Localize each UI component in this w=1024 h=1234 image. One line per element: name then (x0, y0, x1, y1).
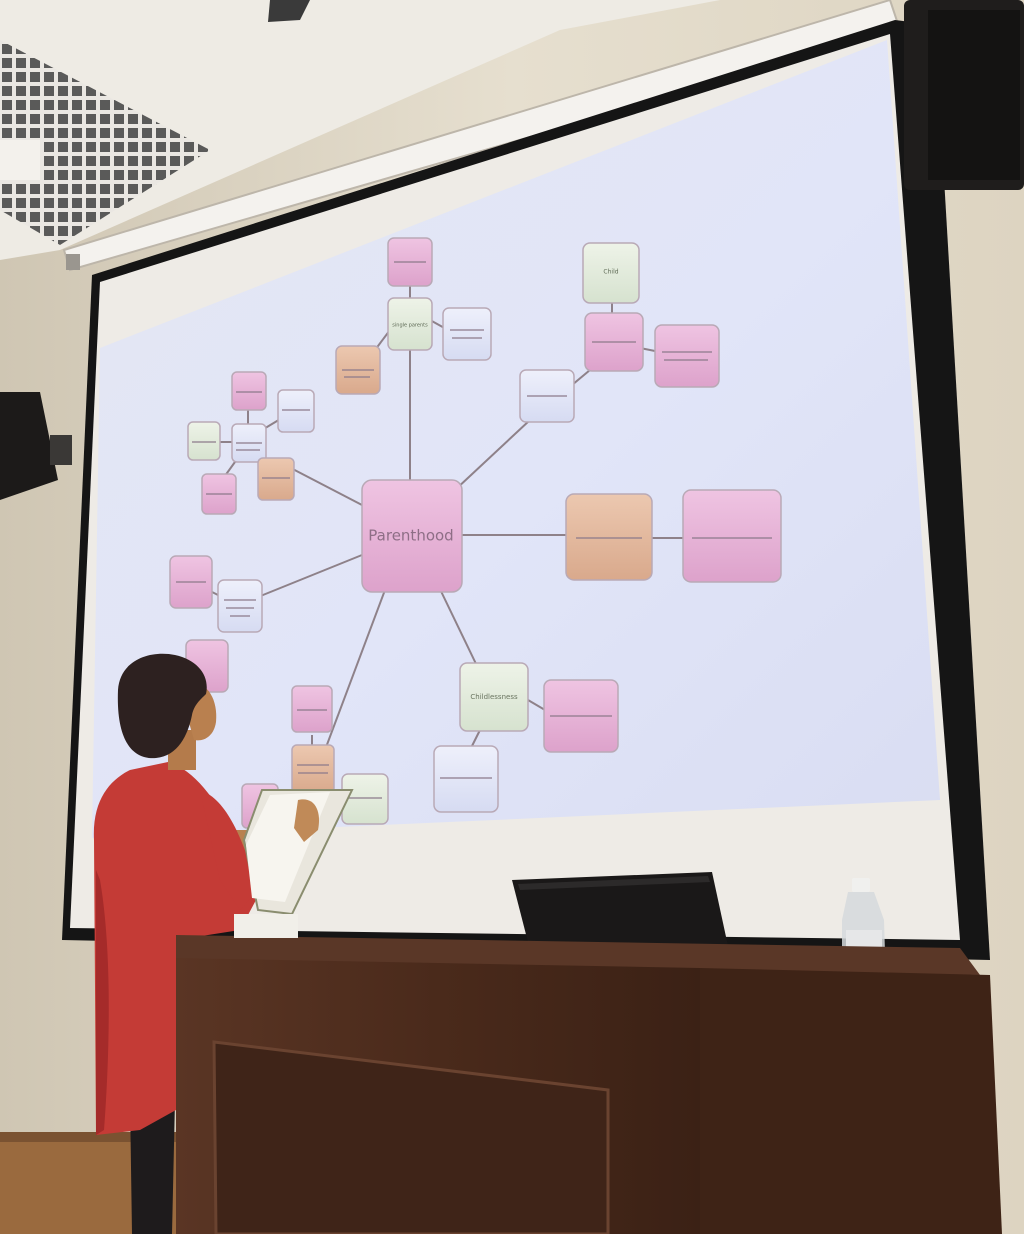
mindmap-label-childlessness: Childlessness (470, 693, 518, 701)
mindmap-center-label: Parenthood (368, 527, 453, 545)
projected-slide (92, 40, 940, 838)
mindmap-node (582, 242, 640, 304)
mindmap-label-single-parents: single parents (392, 323, 428, 329)
speaker-left-bracket (50, 435, 72, 465)
speaker-right-front (928, 10, 1020, 180)
presenter-sleeve (200, 790, 258, 910)
mindmap-node (682, 489, 782, 583)
mindmap-node (341, 773, 389, 825)
ceiling (0, 0, 720, 260)
presenter-legs (130, 1100, 175, 1234)
mindmap-node (442, 307, 492, 361)
mindmap-node (433, 745, 499, 813)
screen-housing-tip (66, 254, 80, 270)
mindmap-label-child: Child (603, 269, 618, 276)
podium-side (700, 968, 1002, 1234)
mindmap-node (257, 457, 295, 501)
mindmap-node (277, 389, 315, 433)
ceiling-vent (0, 40, 210, 245)
mindmap-node (654, 324, 720, 388)
mindmap-node (291, 744, 335, 794)
presenter-shirt-shade (96, 870, 109, 1135)
mindmap-node (291, 685, 333, 733)
podium-top (176, 935, 980, 975)
speaker-left (0, 392, 58, 500)
presenter (93, 653, 354, 1234)
laptop (512, 872, 728, 950)
mindmap-node (217, 579, 263, 633)
mindmap-node-center (361, 479, 463, 593)
ceiling-edge-shadow (268, 0, 310, 22)
podium-panel (212, 1040, 610, 1234)
note-card (234, 914, 298, 938)
mindmap-node (187, 421, 221, 461)
mindmap-node (459, 662, 529, 732)
baseboard (0, 1132, 200, 1142)
mindmap-nodes (169, 237, 782, 829)
laptop-screen-edge (518, 876, 710, 890)
mindmap-node (387, 297, 433, 351)
presenter-hand (294, 799, 320, 842)
presenter-hair (117, 653, 207, 759)
mindmap-node-text-marks (176, 261, 772, 799)
mindmap-node (231, 371, 267, 411)
ceiling-fixture (0, 140, 40, 180)
mindmap-node (565, 493, 653, 581)
